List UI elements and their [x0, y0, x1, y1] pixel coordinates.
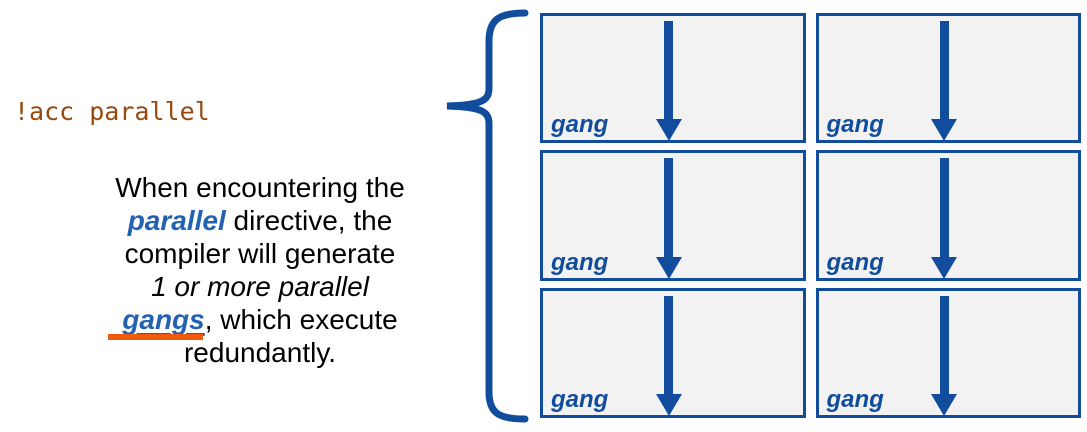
down-arrow-icon: [655, 158, 683, 279]
code-directive-label: !acc parallel: [14, 97, 210, 126]
description-segment: , which execute: [204, 304, 398, 335]
arrow-shaft: [664, 158, 674, 259]
arrow-shaft: [939, 158, 949, 259]
gang-box: gang: [540, 287, 806, 418]
arrow-head: [655, 393, 682, 416]
description-line: When encountering the: [42, 171, 478, 204]
keyword-gangs-wrap: gangs: [108, 303, 205, 340]
gang-box: gang: [540, 150, 806, 281]
gang-label: gang: [826, 248, 884, 276]
orange-underline-mark: [108, 334, 203, 340]
arrow-head: [655, 119, 682, 142]
arrow-shaft: [664, 21, 674, 122]
description-emphasis: 1 or more parallel: [151, 271, 369, 302]
arrow-shaft: [939, 21, 949, 122]
arrow-head: [931, 393, 958, 416]
description-segment: compiler will generate: [124, 238, 396, 269]
gang-box: gang: [815, 13, 1081, 144]
down-arrow-icon: [930, 21, 958, 142]
gang-label: gang: [551, 385, 609, 413]
arrow-head: [931, 256, 958, 279]
gang-box: gang: [540, 13, 806, 144]
keyword-gangs: gangs: [122, 304, 205, 335]
gang-box: gang: [815, 287, 1081, 418]
arrow-shaft: [664, 295, 674, 396]
down-arrow-icon: [655, 21, 683, 142]
gang-label: gang: [826, 385, 884, 413]
description-text: When encountering the parallel directive…: [42, 171, 478, 369]
arrow-head: [655, 256, 682, 279]
curly-brace: [446, 9, 529, 423]
keyword-parallel: parallel: [127, 205, 226, 236]
gang-label: gang: [551, 111, 609, 139]
description-segment: When encountering the: [115, 172, 405, 203]
gang-grid: gang gang gang gang: [540, 13, 1081, 418]
description-line: parallel directive, the: [42, 204, 478, 237]
down-arrow-icon: [930, 158, 958, 279]
description-segment: directive, the: [225, 205, 393, 236]
description-line: 1 or more parallel: [42, 270, 478, 303]
description-line: compiler will generate: [42, 237, 478, 270]
down-arrow-icon: [655, 295, 683, 416]
description-line: gangs, which execute: [42, 303, 478, 340]
gang-box: gang: [815, 150, 1081, 281]
description-line: redundantly.: [42, 336, 478, 369]
gang-label: gang: [551, 248, 609, 276]
description-segment: redundantly.: [183, 337, 337, 368]
gang-label: gang: [826, 111, 884, 139]
arrow-head: [931, 119, 958, 142]
down-arrow-icon: [930, 295, 958, 416]
arrow-shaft: [939, 295, 949, 396]
